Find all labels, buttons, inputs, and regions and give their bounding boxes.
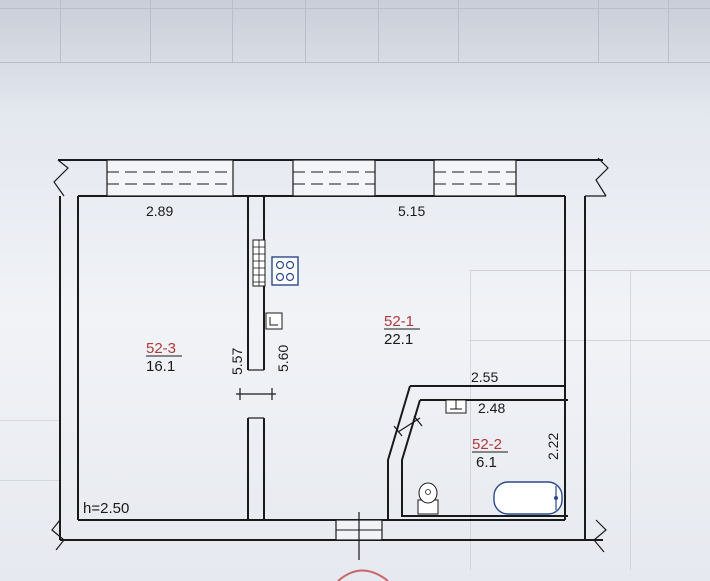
table-rule [470, 270, 471, 570]
table-rule [0, 8, 710, 9]
room-label-52-1: 52-1 22.1 [384, 313, 420, 348]
stove-icon [271, 256, 299, 286]
table-rule [305, 0, 306, 62]
break-mark-top-right [595, 157, 609, 197]
room-area: 22.1 [384, 331, 413, 348]
table-rule [378, 0, 379, 62]
entrance-door [335, 512, 383, 560]
window-middle [292, 159, 376, 197]
window-right [433, 159, 517, 197]
dim-bath-side: 2.22 [545, 433, 561, 460]
table-rule [458, 0, 459, 62]
table-rule [60, 0, 61, 62]
room-number: 52-2 [472, 436, 502, 453]
washbasin-icon [445, 399, 467, 414]
table-rule [470, 270, 710, 271]
table-rule [668, 0, 669, 62]
stamp-mark [337, 569, 389, 581]
dim-room1-length: 5.60 [275, 345, 291, 372]
table-rule [470, 340, 710, 341]
bathroom-walls [387, 385, 568, 520]
ceiling-height-label: h=2.50 [83, 500, 129, 517]
radiator-icon [252, 239, 266, 287]
room-area: 6.1 [476, 454, 497, 471]
bathroom-door-mark [397, 417, 421, 433]
dim-room3-width: 2.89 [146, 203, 173, 219]
dim-room1-width: 5.15 [398, 203, 425, 219]
break-mark-bottom-right [593, 519, 607, 553]
kitchen-sink-icon [265, 312, 283, 330]
dim-room3-length: 5.57 [229, 348, 245, 375]
room-label-52-3: 52-3 16.1 [146, 340, 182, 375]
break-mark-bottom-left [51, 519, 65, 551]
bathtub-icon [493, 481, 563, 515]
partition-wall [236, 196, 276, 520]
room-label-52-2: 52-2 6.1 [472, 436, 508, 471]
room-area: 16.1 [146, 358, 175, 375]
table-rule [232, 0, 233, 62]
table-rule [0, 480, 60, 481]
break-mark-top-left [53, 159, 69, 197]
table-rule [630, 270, 631, 570]
dim-bath-inner: 2.48 [478, 400, 505, 416]
window-left [106, 159, 234, 197]
table-rule [598, 0, 599, 62]
table-rule [0, 62, 710, 63]
dim-bath-top: 2.55 [471, 369, 498, 385]
table-rule [0, 420, 60, 421]
room-number: 52-1 [384, 313, 414, 330]
toilet-icon [417, 482, 439, 515]
table-rule [150, 0, 151, 62]
room-number: 52-3 [146, 340, 176, 357]
